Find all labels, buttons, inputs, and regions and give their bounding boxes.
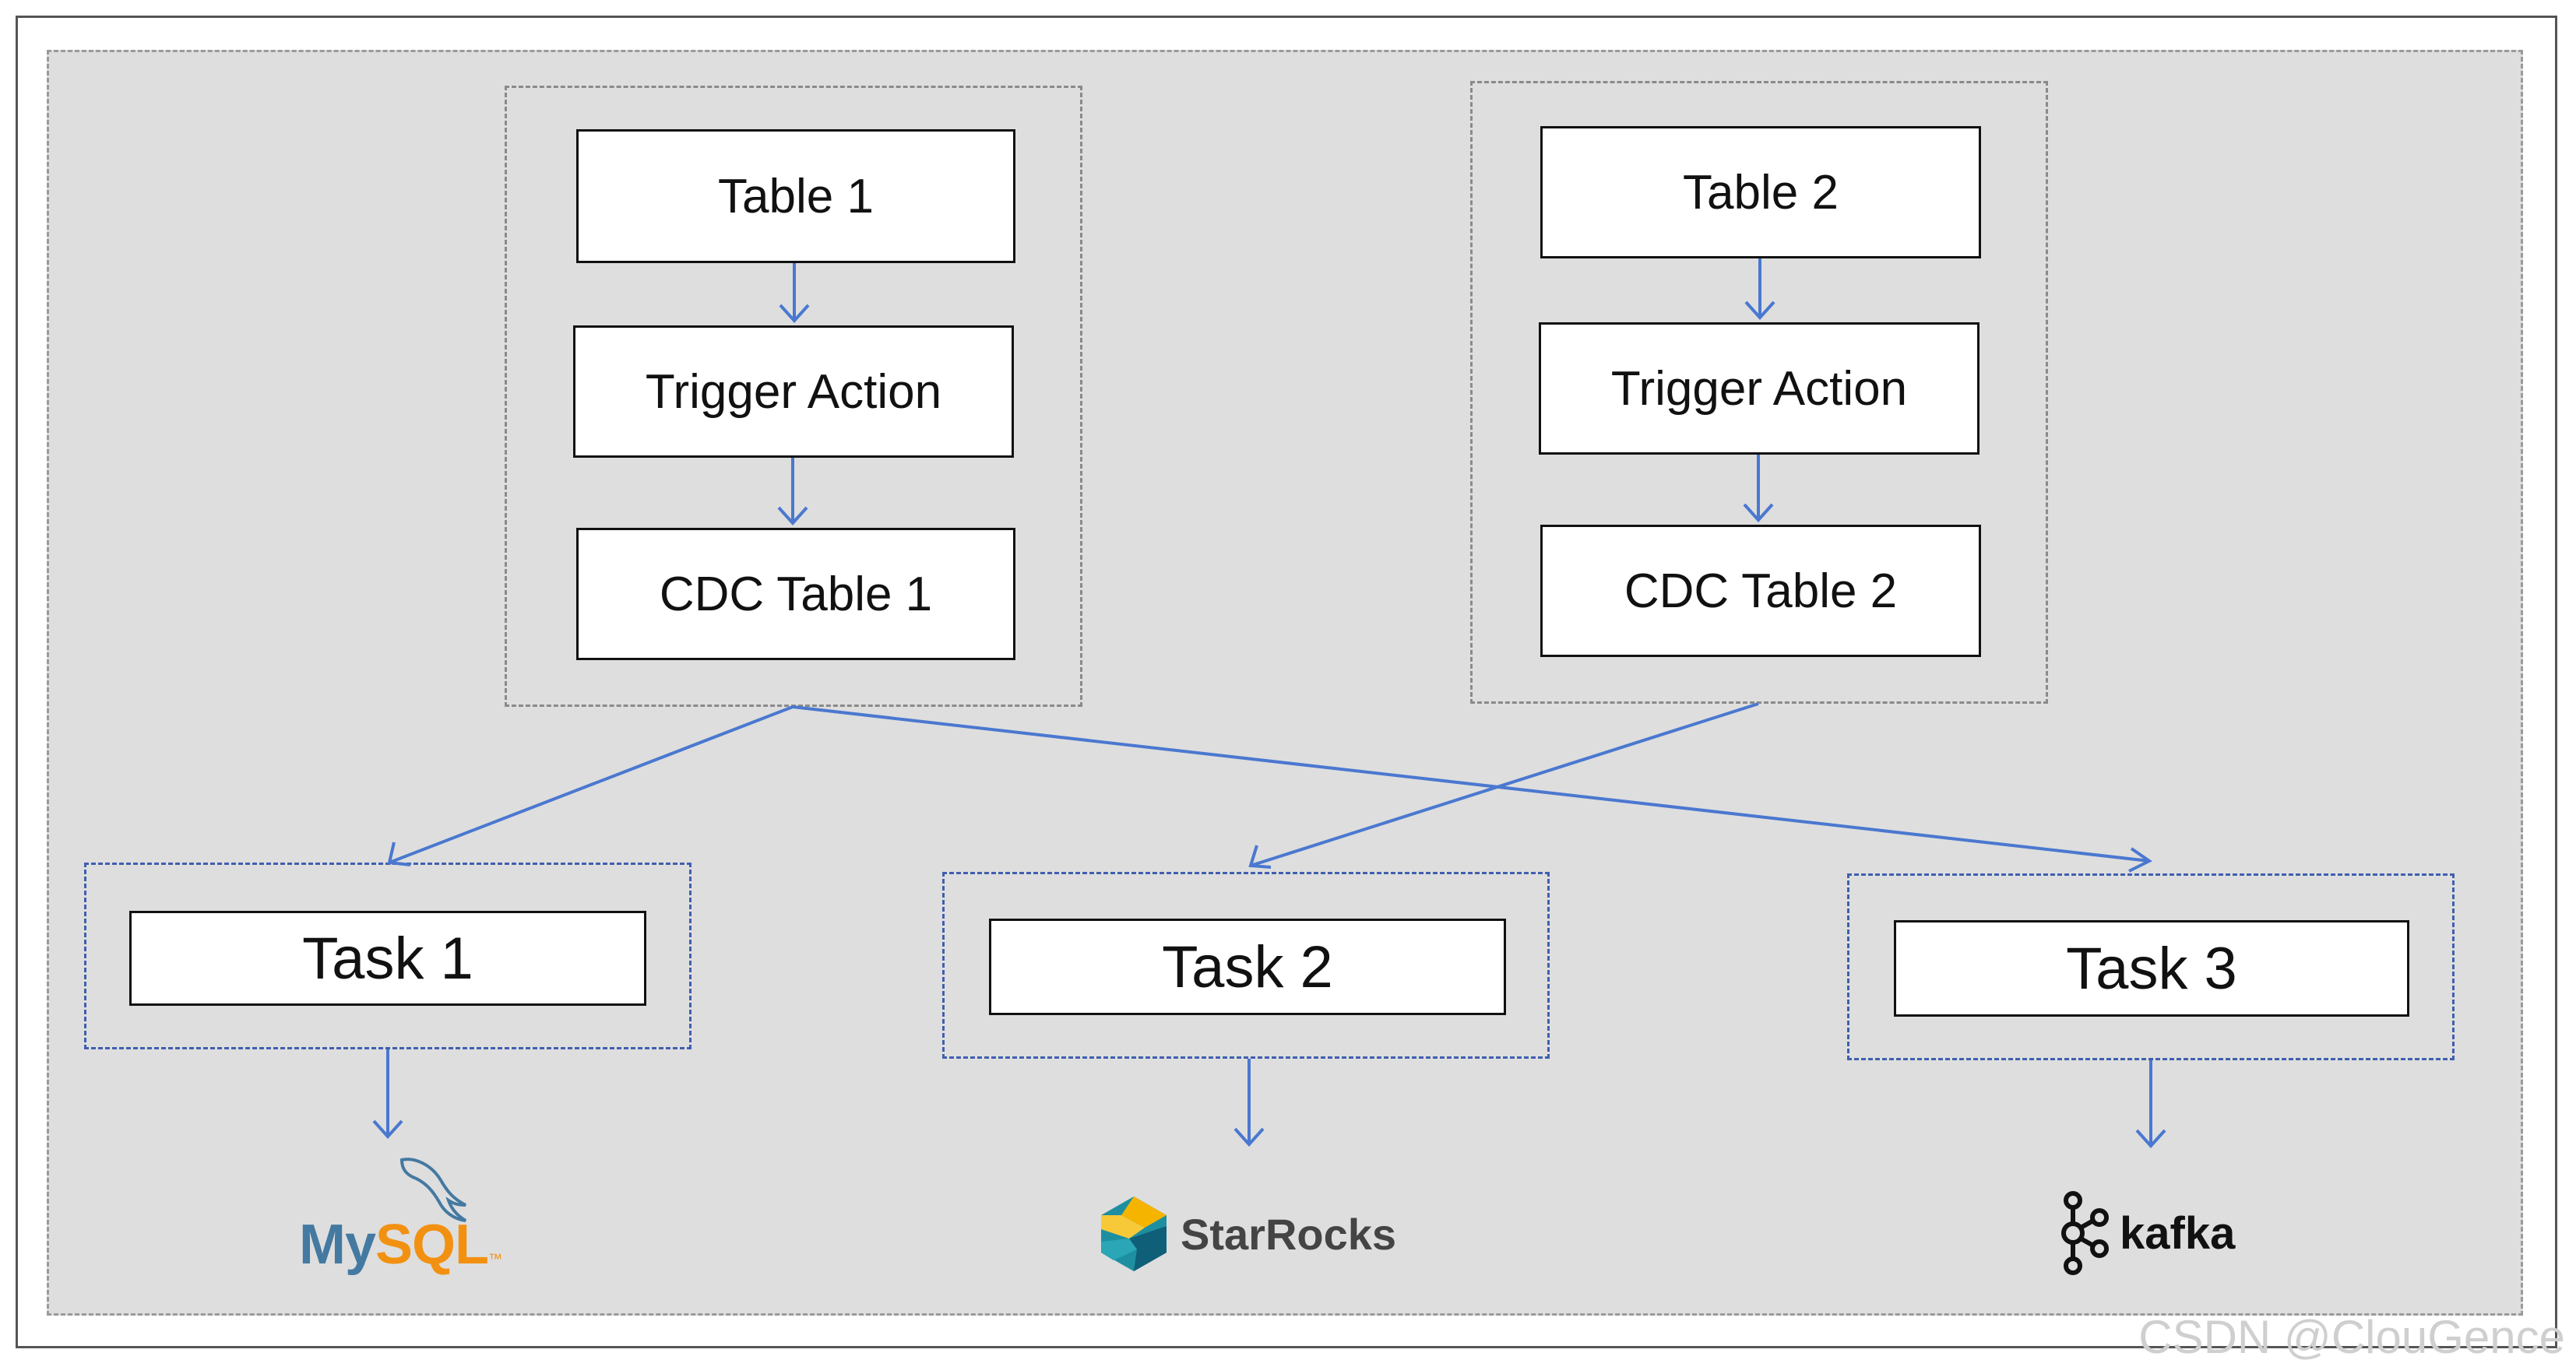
mysql-wordmark-sql: SQL <box>375 1214 489 1276</box>
mysql-wordmark-my: My <box>299 1214 376 1276</box>
diagram-canvas <box>47 50 2523 1316</box>
arrow-group1-task3 <box>792 705 2150 863</box>
trigger-action-1-box: Trigger Action <box>573 325 1014 458</box>
mysql-logo: MySQL™ <box>299 1154 502 1276</box>
task-3-box: Task 3 <box>1894 920 2409 1017</box>
arrow-trigger2-cdc2-head <box>1743 503 1774 522</box>
arrow-group1-task3-head <box>2128 847 2152 873</box>
trigger-action-2-box: Trigger Action <box>1539 322 1980 455</box>
source-group-2 <box>1470 81 2048 704</box>
task-group-3 <box>1847 873 2455 1060</box>
arrow-task1-mysql-head <box>372 1119 403 1139</box>
mysql-trademark: ™ <box>488 1251 503 1267</box>
cdc-table-1-box: CDC Table 1 <box>576 528 1015 660</box>
task-1-box: Task 1 <box>129 911 646 1006</box>
starrocks-icon <box>1101 1197 1167 1271</box>
task-2-box: Task 2 <box>989 919 1506 1015</box>
arrow-group2-task2-head <box>1248 845 1272 869</box>
arrow-table1-trigger1-head <box>779 304 810 323</box>
watermark: CSDN @ClouGence <box>2138 1311 2565 1363</box>
task-group-2 <box>942 872 1550 1059</box>
starrocks-wordmark: StarRocks <box>1181 1209 1397 1259</box>
dolphin-icon <box>399 1158 467 1222</box>
cdc-table-2-box: CDC Table 2 <box>1540 525 1981 657</box>
arrow-table2-trigger2-head <box>1744 300 1775 320</box>
arrow-group2-task2 <box>1250 702 1759 867</box>
arrow-group1-task1-head <box>387 842 411 866</box>
kafka-logo: kafka <box>2057 1190 2235 1277</box>
arrow-task3-kafka-head <box>2135 1129 2166 1148</box>
arrow-trigger1-cdc1-head <box>777 506 808 525</box>
kafka-icon <box>2061 1191 2109 1275</box>
arrow-task2-starrocks-head <box>1233 1127 1265 1147</box>
starrocks-logo: StarRocks <box>1098 1191 1396 1277</box>
arrow-group1-task1 <box>389 705 794 864</box>
table-2-box: Table 2 <box>1540 126 1981 258</box>
table-1-box: Table 1 <box>576 129 1015 263</box>
kafka-wordmark: kafka <box>2120 1207 2236 1259</box>
